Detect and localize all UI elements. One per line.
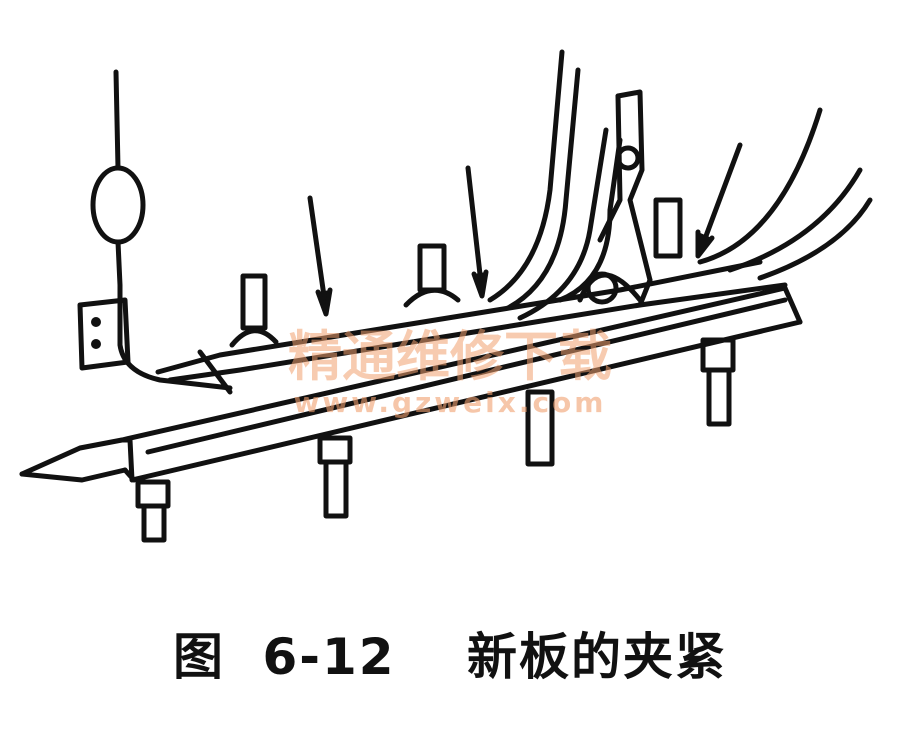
arrow-2 [465,165,489,299]
support-leg-4 [700,337,736,427]
support-leg-3 [525,389,555,467]
clamp-post-1 [229,273,279,348]
support-leg-1 [135,479,171,543]
hanging-hook [77,69,233,391]
caption-number: 6-12 [262,628,396,686]
support-leg-2 [317,435,353,519]
caption-label: 图 [173,628,226,686]
lower-rail [19,285,803,483]
figure-caption: 图 6-12 新板的夹紧 [0,612,900,702]
clamp-post-3 [653,197,683,259]
clamping-diagram [19,49,873,543]
support-bracket [577,89,653,305]
arrow-3 [695,142,743,259]
curved-sheet [487,49,873,321]
arrow-1 [307,195,333,317]
caption-title: 新板的夹紧 [466,628,727,686]
clamp-post-2 [403,243,461,308]
